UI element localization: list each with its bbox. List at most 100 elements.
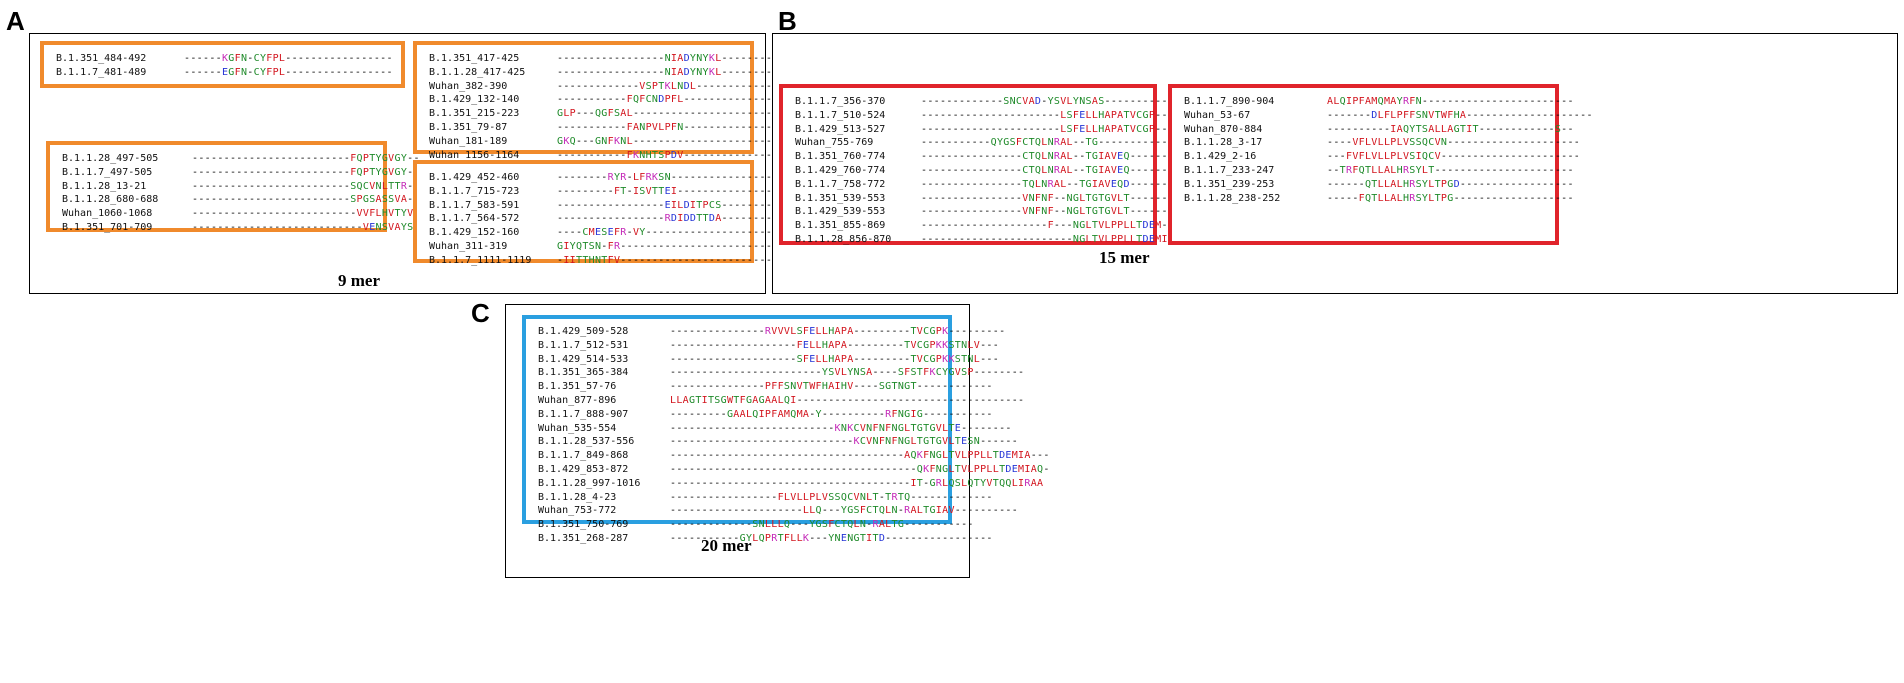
sequence-name: B.1.351_239-253 (1184, 178, 1275, 190)
aligned-sequence: -----------------EILDITPCS--------- (557, 199, 778, 211)
alignment-row: B.1.1.7_497-505 -------------------------… (62, 166, 419, 180)
alignment-row: B.1.1.7_758-772----------------TQLNRAL--… (795, 178, 1174, 192)
alignment-row: B.1.1.28_4-23-----------------FLVLLPLVSS… (538, 491, 992, 505)
sequence-name: B.1.1.28_3-17 (1184, 137, 1263, 149)
aligned-sequence: ----------------CTQLNRAL--TGIAVEQ------- (921, 151, 1174, 163)
sequence-name: Wuhan_755-769 (795, 137, 874, 149)
sequence-name: Wuhan_311-319 (429, 240, 508, 252)
sequence-name: B.1.1.28_417-425 (429, 66, 526, 78)
aligned-sequence: ------QTLLALHRSYLTPGD------------------ (1327, 178, 1574, 190)
sequence-name: B.1.1.7_510-524 (795, 109, 886, 121)
alignment-row: Wuhan_53-67-------DLFLPFFSNVTWFHA-------… (1184, 109, 1592, 123)
aligned-sequence: -------DLFLPFFSNVTWFHA------------------… (1327, 109, 1593, 121)
panel-b: B.1.1.7_356-370-------------SNCVAD-YSVLY… (772, 33, 1898, 294)
sequence-name: B.1.351_760-774 (795, 151, 886, 163)
caption-9-mer: 9 mer (338, 271, 381, 290)
aligned-sequence: GLP---QGFSAL---------------------- (557, 108, 773, 120)
alignment-row: B.1.351_239-253 ------QTLLALHRSYLTPGD----… (1184, 178, 1573, 192)
sequence-name: B.1.1.7_849-868 (538, 450, 629, 462)
alignment-box-a2: B.1.1.28_497-505------------------------… (46, 141, 419, 233)
alignment-row: B.1.1.28_238-252-----FQTLLALHRSYLTPG----… (1184, 192, 1573, 206)
aligned-sequence: ALQIPFAMQMAYRFN------------------------ (1327, 96, 1574, 107)
aligned-sequence: -----------------------------KCVNFNFNGLT… (670, 436, 1019, 448)
alignment-row: B.1.429_760-774----------------CTQLNRAL-… (795, 164, 1174, 178)
sequence-name: B.1.351_417-425 (429, 53, 520, 64)
sequence-name: B.1.1.28_238-252 (1184, 192, 1281, 204)
sequence-name: Wuhan_1060-1068 (62, 208, 153, 220)
aligned-sequence: -------------------------SPGSASSVA-- (192, 194, 419, 206)
alignment-row: B.1.429_514-533--------------------SFELL… (538, 353, 999, 367)
panel-c: B.1.429_509-528---------------RVVVLSFELL… (505, 304, 1049, 578)
alignment-row: Wuhan_535-554--------------------------K… (538, 422, 1011, 436)
panel-letter-a: A (6, 6, 25, 36)
sequence-name: B.1.351_79-87 (429, 121, 508, 133)
sequence-name: B.1.429_2-16 (1184, 151, 1257, 163)
sequence-name: B.1.429_513-527 (795, 123, 886, 135)
alignment-row: Wuhan_877-896 LLAGTITSGWTFGAGAALQI-------… (538, 394, 1024, 408)
alignment-row: B.1.1.7_356-370-------------SNCVAD-YSVLY… (795, 95, 1180, 109)
alignment-row: B.1.351_855-869--------------------F---N… (795, 219, 1167, 233)
aligned-sequence: LLAGTITSGWTFGAGAALQI--------------------… (670, 394, 1025, 406)
sequence-name: B.1.351_57-76 (538, 381, 617, 393)
alignment-box-c1: B.1.429_509-528---------------RVVVLSFELL… (522, 315, 1049, 544)
aligned-sequence: -----------------NIADYNYKL-------- (557, 66, 773, 78)
panel-letter-b: B (778, 6, 797, 36)
sequence-name: B.1.429_760-774 (795, 164, 886, 176)
alignment-row: Wuhan_1156-1164-----------FKNHTSPDV-----… (429, 149, 772, 163)
aligned-sequence: --------------------------VVFLHVTYV- (192, 208, 419, 220)
alignment-row: B.1.429_132-140-----------FQFCNDPFL-----… (429, 93, 772, 107)
alignment-row: B.1.429_853-872-------------------------… (538, 463, 1049, 477)
aligned-sequence: -------------------------FQPTYGVGY-- (192, 153, 420, 164)
sequence-name: B.1.351_750-769 (538, 519, 629, 531)
alignment-row: B.1.351_365-384------------------------Y… (538, 366, 1024, 380)
alignment-row: B.1.351_760-774 ----------------CTQLNRAL-… (795, 150, 1174, 164)
sequence-name: B.1.1.7_497-505 (62, 166, 153, 178)
sequence-name: B.1.1.28_680-688 (62, 194, 159, 206)
alignment-row: B.1.1.28_997-1016-----------------------… (538, 477, 1043, 491)
alignment-row: B.1.1.7_1111-1119-IITTHNTFV-------------… (429, 254, 778, 268)
alignment-row: B.1.1.28_13-21-------------------------S… (62, 180, 419, 194)
alignment-row: B.1.429_452-460--------RYR-LFRKSN-------… (429, 171, 778, 185)
alignment-row: Wuhan_1060-1068 -------------------------… (62, 207, 419, 221)
caption-15-mer: 15 mer (1099, 248, 1150, 267)
aligned-sequence: ----VFLVLLPLVSSQCVN--------------------- (1327, 137, 1581, 149)
sequence-name: B.1.429_452-460 (429, 172, 520, 183)
aligned-sequence: -------------------------------------AQK… (670, 450, 1050, 462)
sequence-name: B.1.429_539-553 (795, 206, 886, 218)
alignment-row: Wuhan_755-769-----------QYGSFCTQLNRAL--T… (795, 136, 1167, 150)
aligned-sequence: ---------------------LLQ---YGSFCTQLN-RAL… (670, 505, 1019, 517)
aligned-sequence: ---------GAALQIPFAMQMA-Y----------RFNGIG… (670, 408, 993, 420)
alignment-row: B.1.1.7_510-524----------------------LSF… (795, 109, 1212, 123)
sequence-name: B.1.1.7_583-591 (429, 199, 520, 211)
sequence-name: Wuhan_877-896 (538, 394, 617, 406)
alignment-box-b1: B.1.1.7_356-370-------------SNCVAD-YSVLY… (779, 84, 1212, 247)
sequence-name: B.1.429_514-533 (538, 353, 629, 365)
sequence-name: Wuhan_870-884 (1184, 123, 1263, 135)
aligned-sequence: --------------------------KNKCVNFNFNGLTG… (670, 422, 1012, 434)
aligned-sequence: -------------------------FQPTYGVGY-- (192, 166, 419, 178)
aligned-sequence: --------------------------------------IT… (670, 477, 1044, 489)
sequence-name: B.1.351_701-709 (62, 221, 153, 233)
aligned-sequence: -------------------------SQCVNLTTR-- (192, 180, 419, 192)
aligned-sequence: ----------------VNFNF--NGLTGTGVLT------- (921, 192, 1174, 204)
alignment-row: Wuhan_870-884 ----------IAQYTSALLAGTIT---… (1184, 123, 1573, 137)
sequence-name: Wuhan_181-189 (429, 135, 508, 147)
alignment-row: B.1.429_539-553----------------VNFNF--NG… (795, 205, 1174, 219)
alignment-row: B.1.1.28_417-425 -----------------NIADYNY… (429, 66, 772, 80)
alignment-box-a3: B.1.351_417-425 -----------------NIADYNYK… (413, 41, 772, 161)
sequence-name: B.1.1.7_233-247 (1184, 164, 1275, 176)
alignment-row: B.1.1.7_233-247--TRFQTLLALHRSYLT--------… (1184, 164, 1573, 178)
alignment-row: B.1.1.7_583-591 -----------------EILDITPC… (429, 199, 778, 213)
sequence-name: B.1.1.28_4-23 (538, 491, 617, 503)
sequence-name: B.1.429_152-160 (429, 227, 520, 239)
alignment-row: B.1.351_750-769-------------SNLLLQ---YGS… (538, 518, 973, 532)
aligned-sequence: -IITTHNTFV------------------------- (557, 254, 778, 266)
sequence-name: Wuhan_1156-1164 (429, 149, 520, 161)
aligned-sequence: ----------IAQYTSALLAGTIT------------S-- (1327, 123, 1574, 135)
alignment-row: B.1.351_484-492------KGFN-CYFPL---------… (56, 52, 401, 66)
alignment-row: B.1.1.28_856-870------------------------… (795, 233, 1167, 247)
